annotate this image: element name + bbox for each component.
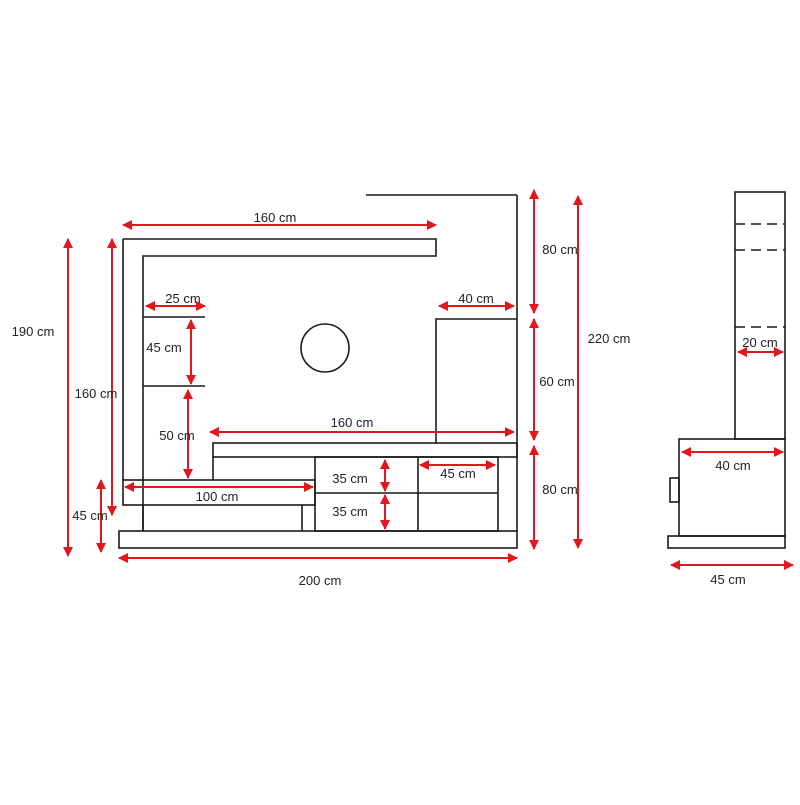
label-drawer-bottom-height: 35 cm bbox=[332, 504, 367, 519]
label-base-depth: 45 cm bbox=[710, 572, 745, 587]
dimension-lines bbox=[63, 189, 794, 570]
dimension-labels: 200 cm 160 cm 190 cm 160 cm 45 cm 25 cm … bbox=[12, 210, 778, 588]
label-cabinet-width: 45 cm bbox=[440, 466, 475, 481]
label-left-panel-height: 160 cm bbox=[75, 386, 118, 401]
label-right-bottom-height: 80 cm bbox=[542, 482, 577, 497]
label-right-middle-height: 60 cm bbox=[539, 374, 574, 389]
side-base bbox=[667, 535, 786, 549]
base-plinth bbox=[118, 530, 518, 549]
label-drawer-top-height: 35 cm bbox=[332, 471, 367, 486]
side-handle bbox=[669, 477, 680, 503]
label-total-height: 220 cm bbox=[588, 331, 631, 346]
low-shelf-board bbox=[122, 479, 316, 506]
right-cabinet bbox=[435, 318, 517, 443]
label-tv-unit-width: 160 cm bbox=[331, 415, 374, 430]
label-cabinet-depth: 40 cm bbox=[715, 458, 750, 473]
label-column-depth: 20 cm bbox=[742, 335, 777, 350]
tv-unit-top-board bbox=[212, 442, 518, 458]
label-small-shelf-height: 45 cm bbox=[146, 340, 181, 355]
label-lower-shelf-width: 100 cm bbox=[196, 489, 239, 504]
label-base-height: 45 cm bbox=[72, 508, 107, 523]
side-column bbox=[734, 191, 786, 440]
label-right-cabinet-width: 40 cm bbox=[458, 291, 493, 306]
label-left-total-height: 190 cm bbox=[12, 324, 55, 339]
label-right-top-height: 80 cm bbox=[542, 242, 577, 257]
label-top-shelf-width: 160 cm bbox=[254, 210, 297, 225]
side-cabinet bbox=[678, 438, 786, 537]
front-view bbox=[118, 194, 518, 549]
top-shelf-panel bbox=[123, 238, 437, 531]
label-lower-gap-height: 50 cm bbox=[159, 428, 194, 443]
round-window bbox=[300, 323, 350, 373]
label-overall-width: 200 cm bbox=[299, 573, 342, 588]
side-view bbox=[667, 191, 786, 549]
label-small-shelf-width: 25 cm bbox=[165, 291, 200, 306]
